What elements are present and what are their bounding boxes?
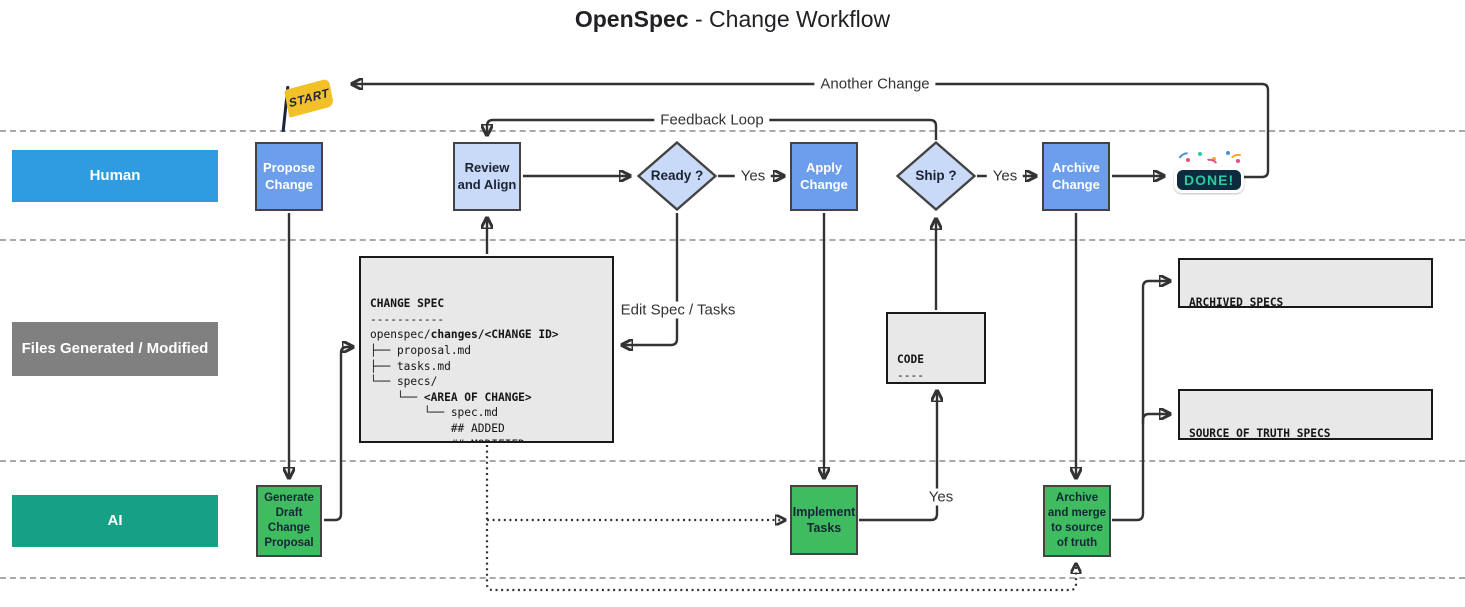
confetti-icon: [1176, 150, 1248, 172]
node-propose-change: Propose Change: [255, 142, 323, 211]
edge-implement-to-code: [859, 392, 937, 522]
archived-specs-content: ARCHIVED SPECS--------------openspec/cha…: [1189, 296, 1284, 308]
label-another-change: Another Change: [814, 75, 936, 93]
edge-merge-to-source-specs: [1141, 414, 1169, 424]
file-box-archived-specs: ARCHIVED SPECS--------------openspec/cha…: [1178, 258, 1433, 308]
file-box-code: CODE----Implentationas per Tasks: [886, 312, 986, 384]
node-generate-draft: Generate Draft Change Proposal: [256, 485, 322, 557]
node-archive-change: Archive Change: [1042, 142, 1110, 211]
lane-separator: [0, 239, 1465, 241]
lane-label-ai: AI: [12, 495, 218, 547]
file-box-change-spec: CHANGE SPEC-----------openspec/changes/<…: [359, 256, 614, 443]
lane-separator: [0, 577, 1465, 579]
flag-banner: START: [284, 78, 334, 118]
lane-separator: [0, 130, 1465, 132]
start-flag-label: START: [287, 85, 331, 111]
label-feedback-loop: Feedback Loop: [654, 111, 770, 129]
lane-separator: [0, 460, 1465, 462]
lane-label-human: Human: [12, 150, 218, 202]
node-ready-decision: Ready ?: [636, 140, 718, 212]
edge-dotted-changespec-to-merge: [485, 445, 1076, 592]
code-content: CODE----Implentationas per Tasks: [897, 353, 924, 382]
change-spec-content: CHANGE SPEC-----------openspec/changes/<…: [370, 297, 559, 441]
start-flag-icon: START: [272, 78, 338, 134]
done-sticker: DONE!: [1172, 150, 1252, 206]
title-rest: - Change Workflow: [688, 6, 891, 32]
node-implement-tasks: Implement Tasks: [790, 485, 858, 555]
page-title: OpenSpec - Change Workflow: [0, 6, 1465, 33]
node-ship-decision: Ship ?: [895, 140, 977, 212]
edge-ready-to-changespec: [623, 213, 679, 345]
node-archive-merge: Archive and merge to source of truth: [1043, 485, 1111, 557]
node-apply-change: Apply Change: [790, 142, 858, 211]
source-of-truth-content: SOURCE OF TRUTH SPECS-------------------…: [1189, 427, 1331, 440]
diamond-shape: [895, 140, 977, 212]
edge-generate-to-changespec: [324, 347, 352, 522]
done-label: DONE!: [1177, 170, 1242, 190]
diamond-shape: [636, 140, 718, 212]
edge-another-change: [353, 84, 1270, 179]
node-review-and-align: Review and Align: [453, 142, 521, 211]
label-yes-implement: Yes: [922, 488, 960, 506]
title-brand: OpenSpec: [574, 6, 689, 32]
label-yes-ship: Yes: [986, 167, 1024, 185]
edge-merge-to-archived-specs: [1112, 281, 1169, 522]
file-box-source-of-truth: SOURCE OF TRUTH SPECS-------------------…: [1178, 389, 1433, 440]
label-edit-spec-tasks: Edit Spec / Tasks: [614, 301, 742, 319]
done-sticker-body: DONE!: [1174, 167, 1245, 193]
lane-label-files: Files Generated / Modified: [12, 322, 218, 376]
label-yes-ready: Yes: [734, 167, 772, 185]
